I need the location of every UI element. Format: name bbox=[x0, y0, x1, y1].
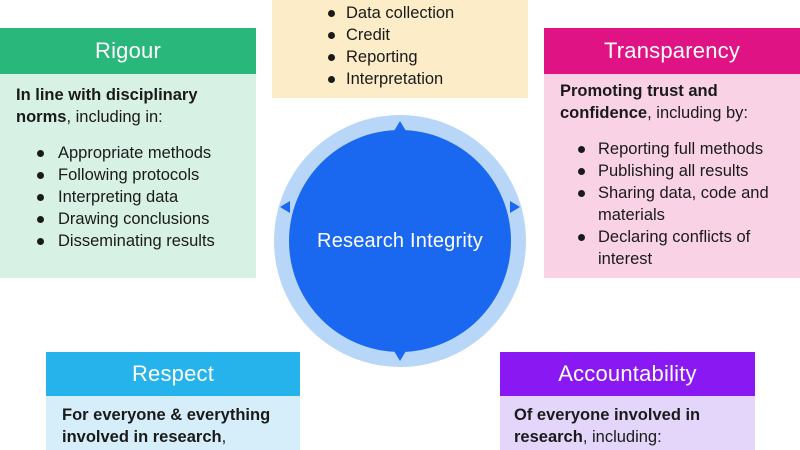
list-item: Following protocols bbox=[16, 164, 242, 186]
circle-notch-bottom bbox=[394, 351, 406, 361]
rigour-lead: In line with disciplinary norms, includi… bbox=[16, 84, 242, 128]
rigour-body: In line with disciplinary norms, includi… bbox=[0, 84, 256, 252]
respect-lead-bold: For everyone & everything involved in re… bbox=[62, 406, 271, 446]
respect-lead-rest: , bbox=[221, 428, 227, 446]
respect-card: Respect For everyone & everything involv… bbox=[46, 352, 300, 450]
transparency-list: Reporting full methods Publishing all re… bbox=[560, 138, 792, 270]
list-item: Reporting full methods bbox=[560, 138, 792, 160]
list-item: Reporting bbox=[320, 46, 454, 68]
list-item: Interpreting data bbox=[16, 186, 242, 208]
rigour-lead-rest: , including in: bbox=[66, 108, 163, 126]
rigour-lead-bold: In line with disciplinary norms bbox=[16, 86, 198, 126]
accountability-lead-bold: Of everyone involved in research bbox=[514, 406, 701, 446]
transparency-body: Promoting trust and confidence, includin… bbox=[544, 80, 800, 270]
credit-card: Data collection Credit Reporting Interpr… bbox=[272, 0, 528, 98]
circle-notch-right bbox=[510, 201, 520, 213]
rigour-title: Rigour bbox=[0, 28, 256, 74]
respect-body: For everyone & everything involved in re… bbox=[46, 404, 300, 448]
transparency-card: Transparency Promoting trust and confide… bbox=[544, 28, 800, 278]
circle-core: Research Integrity bbox=[289, 130, 511, 352]
transparency-lead: Promoting trust and confidence, includin… bbox=[560, 80, 792, 124]
accountability-card: Accountability Of everyone involved in r… bbox=[500, 352, 755, 450]
list-item: Data collection bbox=[320, 2, 454, 24]
credit-list: Data collection Credit Reporting Interpr… bbox=[320, 2, 454, 90]
list-item: Disseminating results bbox=[16, 230, 242, 252]
list-item: Interpretation bbox=[320, 68, 454, 90]
accountability-lead-rest: , including: bbox=[582, 428, 662, 446]
rigour-list: Appropriate methods Following protocols … bbox=[16, 142, 242, 252]
accountability-lead: Of everyone involved in research, includ… bbox=[514, 404, 749, 448]
list-item: Declaring conflicts of interest bbox=[560, 226, 792, 270]
circle-notch-top bbox=[394, 121, 406, 131]
circle-notch-left bbox=[280, 201, 290, 213]
respect-lead: For everyone & everything involved in re… bbox=[62, 404, 296, 448]
list-item: Appropriate methods bbox=[16, 142, 242, 164]
list-item: Publishing all results bbox=[560, 160, 792, 182]
respect-title: Respect bbox=[46, 352, 300, 396]
center-title: Research Integrity bbox=[317, 229, 483, 252]
accountability-title: Accountability bbox=[500, 352, 755, 396]
transparency-lead-bold: Promoting trust and confidence bbox=[560, 82, 718, 122]
rigour-card: Rigour In line with disciplinary norms, … bbox=[0, 28, 256, 278]
research-integrity-circle: Research Integrity bbox=[274, 115, 526, 367]
transparency-lead-rest: , including by: bbox=[647, 104, 749, 122]
list-item: Drawing conclusions bbox=[16, 208, 242, 230]
list-item: Sharing data, code and materials bbox=[560, 182, 792, 226]
list-item: Credit bbox=[320, 24, 454, 46]
accountability-body: Of everyone involved in research, includ… bbox=[500, 404, 755, 448]
transparency-title: Transparency bbox=[544, 28, 800, 74]
